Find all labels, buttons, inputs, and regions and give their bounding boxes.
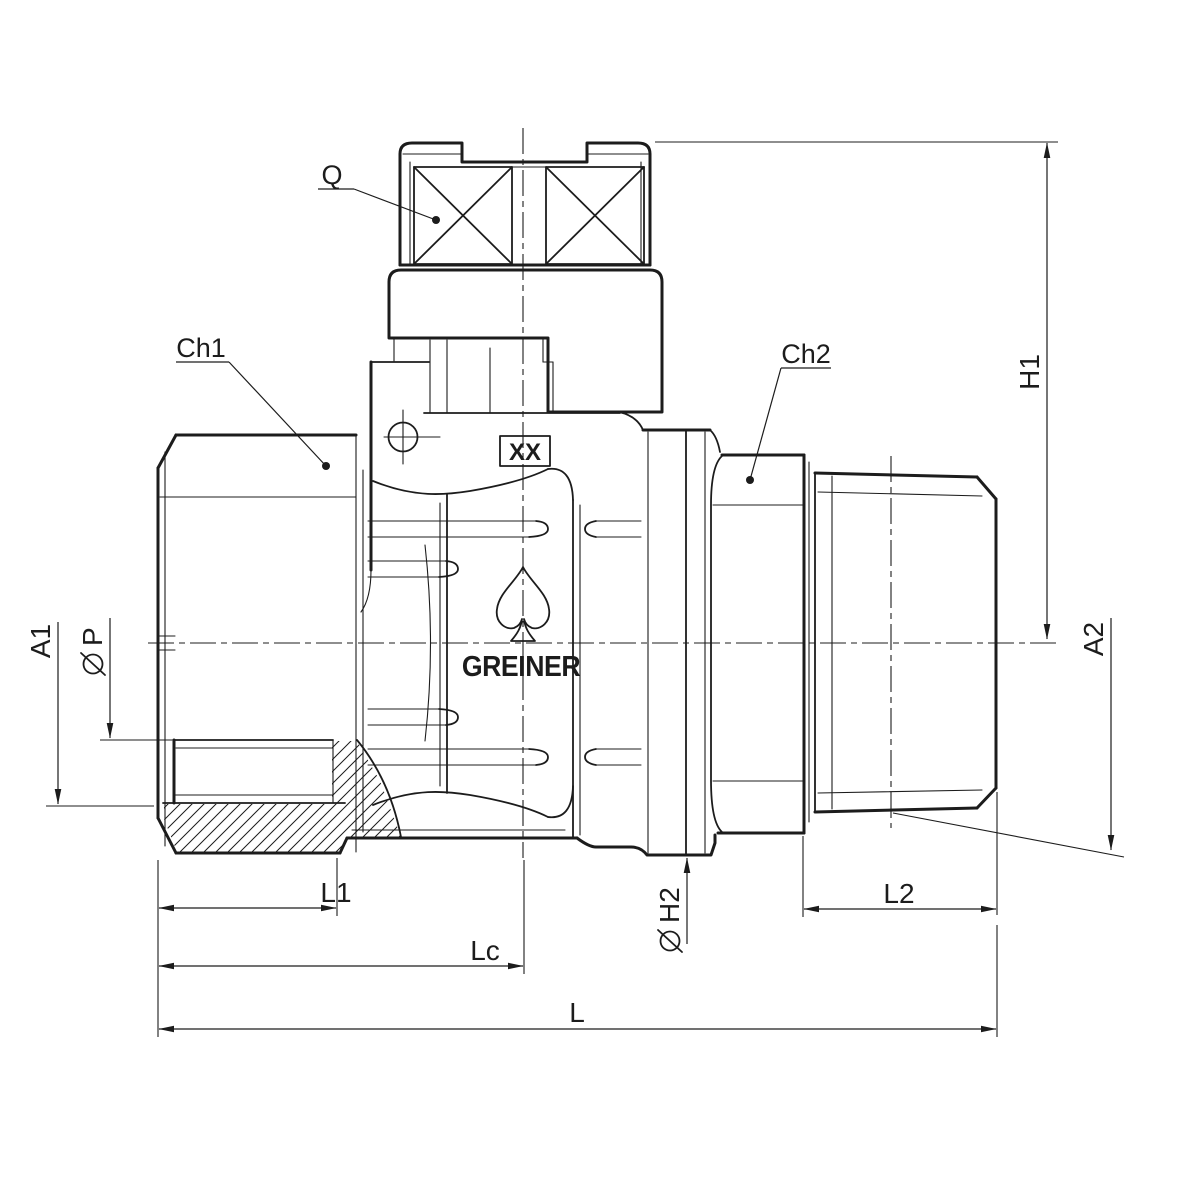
diameter-symbol-icon bbox=[82, 653, 104, 675]
body-ribs bbox=[367, 520, 642, 766]
label-p: P bbox=[77, 627, 108, 646]
stamp-text: XX bbox=[509, 439, 541, 466]
valve-body: GREINER XX bbox=[345, 360, 721, 857]
male-end-ch2 bbox=[710, 453, 998, 835]
square-drive-left bbox=[413, 166, 513, 265]
label-h2: H2 bbox=[654, 887, 685, 923]
label-l: L bbox=[569, 997, 585, 1028]
label-l1: L1 bbox=[320, 877, 351, 908]
label-diameter-h2: H2 bbox=[654, 887, 685, 953]
centerlines bbox=[148, 128, 1060, 858]
dimension-lines bbox=[46, 141, 1125, 1037]
label-a1: A1 bbox=[25, 624, 56, 658]
leader-dot-q bbox=[432, 216, 440, 224]
label-h1: H1 bbox=[1014, 354, 1045, 390]
gland-flange bbox=[370, 268, 664, 414]
leader-dot-ch1 bbox=[322, 462, 330, 470]
label-diameter-p: P bbox=[77, 627, 108, 676]
diameter-symbol-icon bbox=[659, 930, 681, 952]
female-end-ch1 bbox=[156, 433, 402, 855]
label-a2: A2 bbox=[1078, 622, 1109, 656]
labels: Q Ch1 Ch2 H1 A2 A1 P H2 L1 Lc L2 L bbox=[25, 160, 1109, 1028]
square-drive-right bbox=[545, 166, 645, 265]
label-ch1: Ch1 bbox=[176, 333, 226, 363]
stamp-box: XX bbox=[499, 435, 551, 467]
label-q: Q bbox=[321, 160, 342, 190]
label-ch2: Ch2 bbox=[781, 339, 831, 369]
brand-text-main: GREINER bbox=[462, 650, 581, 682]
handle-adapter bbox=[398, 141, 652, 267]
label-lc: Lc bbox=[470, 935, 500, 966]
leader-lines bbox=[176, 188, 831, 484]
spade-icon bbox=[495, 566, 551, 642]
label-l2: L2 bbox=[883, 878, 914, 909]
leader-dot-ch2 bbox=[746, 476, 754, 484]
section-hatch bbox=[164, 741, 401, 852]
